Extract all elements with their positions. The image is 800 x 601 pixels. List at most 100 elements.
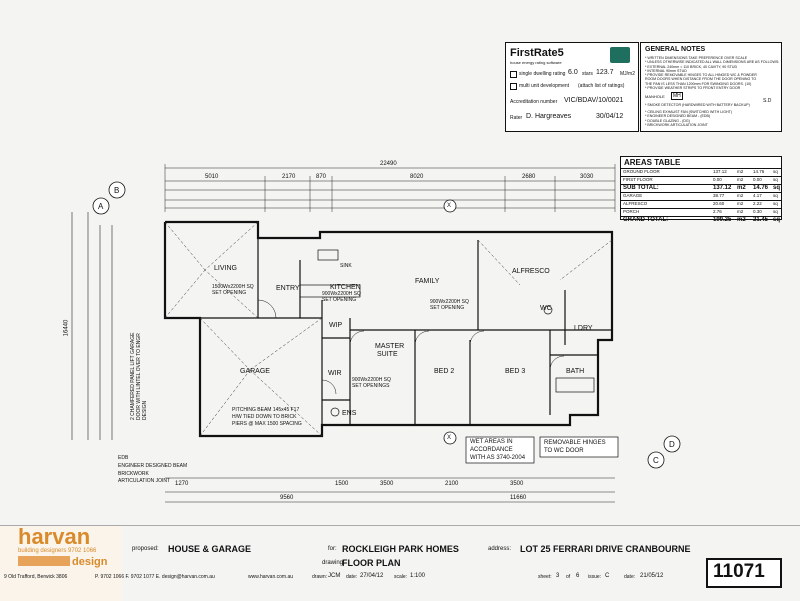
marker-b: B: [114, 186, 120, 195]
areas-sq: 0.30: [753, 209, 762, 214]
job-number: 11071: [713, 561, 765, 582]
drawing-label: drawing:: [322, 560, 345, 566]
areas-unit: m2: [737, 169, 744, 174]
room-wir: WIR: [328, 370, 342, 377]
room-bed2: BED 2: [434, 368, 455, 375]
mj-unit: MJ/m2: [620, 71, 635, 77]
areas-unit: m2: [737, 201, 744, 206]
bottom-dim-b: 1500: [335, 481, 349, 487]
top-dim-6: 3030: [580, 174, 594, 180]
single-checkbox: [510, 71, 517, 78]
room-wc: WC: [540, 305, 552, 312]
areas-sq-label: sq: [773, 193, 778, 198]
mj-value: 123.7: [596, 69, 614, 76]
note-line: * PROVIDE REMOVABLE HINGES TO ALL HINGED…: [645, 73, 757, 78]
note-line: * WRITTEN DIMENSIONS TAKE PREFERENCE OVE…: [645, 56, 748, 60]
drawing-value: FLOOR PLAN: [342, 558, 401, 568]
note-opening-1: 1500Wx2200H SQ: [212, 284, 254, 290]
note-line: * PROVIDE WEATHER STRIPS TO FRONT ENTRY …: [645, 86, 741, 91]
areas-title: AREAS TABLE: [624, 158, 681, 167]
section-markers: [92, 181, 681, 469]
marker-d: D: [669, 440, 675, 449]
top-dim-4: 8020: [410, 174, 424, 180]
areas-rows: GROUND FLOOR 137.12 m2 14.76 sq FIRST FLOOR 0.…: [621, 168, 781, 224]
top-dim-5: 2680: [522, 174, 536, 180]
note-line: THE PAN IS LESS THAN 1200mm FOR SWINGING…: [645, 81, 752, 86]
areas-label: GROUND FLOOR: [623, 169, 660, 174]
house-icon: [610, 47, 630, 63]
areas-sq: 14.76: [753, 185, 769, 191]
bottom-dim-1: 9560: [280, 495, 294, 501]
legend-edb-note: ENGINEER DESIGNED BEAM: [118, 463, 188, 469]
wet-areas-box: [465, 436, 535, 464]
areas-label: FIRST FLOOR: [623, 177, 653, 182]
areas-m2: 20.60: [713, 201, 725, 206]
logo-panel: harvan building designers 9702 1066 desi…: [0, 524, 122, 601]
date2-value: 21/05/12: [640, 573, 664, 579]
note-wet-2: ACCORDANCE: [470, 447, 513, 453]
firm-web: www.harvan.com.au: [248, 574, 294, 580]
note-opening-2b: SET OPENING: [322, 297, 357, 303]
areas-label: ALFRESCO: [623, 201, 648, 206]
room-living: LIVING: [214, 265, 237, 272]
bottom-dim-a: 1270: [175, 481, 189, 487]
note-opening-4: 900Wx2200H SQ: [430, 299, 469, 305]
legend-brickwork: BRICKWORK: [118, 471, 149, 477]
areas-m2: 137.12: [713, 185, 732, 191]
date2-label: date:: [624, 574, 636, 580]
legend-line: * CEILING EXHAUST FAN (SWITCHED WITH LIG…: [645, 110, 732, 114]
bottom-dim-d: 2100: [445, 481, 459, 487]
accred-number: VIC/BDAV/10/0021: [564, 97, 624, 104]
room-suite: SUITE: [377, 351, 398, 358]
top-dim-3: 870: [316, 174, 327, 180]
note-pitching-3: PIERS @ MAX 1500 SPACING: [232, 421, 302, 427]
areas-sq: 4.17: [753, 193, 762, 198]
note-sink: SINK: [340, 263, 352, 269]
hinge-box: [539, 436, 619, 458]
rater-date: 30/04/12: [596, 113, 624, 120]
room-wip: WIP: [329, 322, 343, 329]
legend-line: * DOUBLE GLAZING - (DG): [645, 118, 690, 123]
left-dimension-lines: [71, 212, 113, 440]
sheet-label: sheet:: [538, 574, 552, 580]
areas-unit: m2: [737, 177, 744, 182]
firstrate-logo-sub: house energy rating software: [510, 60, 562, 65]
areas-m2: 38.77: [713, 193, 725, 198]
firm-name: harvan: [18, 524, 91, 549]
drawn-value: JCM: [328, 573, 341, 579]
areas-m2: 137.12: [713, 169, 727, 174]
of-value: 6: [576, 573, 580, 579]
firm-tagline: building designers 9702 1066: [18, 548, 97, 554]
note-line: ROOM DOORS WHEN DISTANCE FROM THE DOOR O…: [645, 77, 757, 82]
areas-sq-label: sq: [773, 217, 781, 223]
areas-m2: 199.25: [713, 217, 732, 223]
general-notes-list: * WRITTEN DIMENSIONS TAKE PREFERENCE OVE…: [645, 56, 779, 90]
for-value: ROCKLEIGH PARK HOMES: [342, 544, 459, 554]
areas-label: PORCH: [623, 209, 640, 214]
sheet-value: 3: [556, 573, 560, 579]
address-value: LOT 25 FERRARI DRIVE CRANBOURNE: [520, 544, 691, 554]
note-hinge-1: REMOVABLE HINGES: [544, 440, 606, 446]
rater-label: Rater: [510, 115, 523, 121]
areas-sq: 0.00: [753, 177, 762, 182]
top-dimension-ticks: [164, 164, 616, 212]
note-pitching-2: H/W TIED DOWN TO BRICK: [232, 414, 297, 420]
wc-toilet: [543, 305, 553, 315]
marker-x2: X: [447, 435, 452, 441]
multi-note: (attach list of ratings): [578, 83, 625, 89]
room-entry: ENTRY: [276, 285, 300, 292]
areas-sq: 14.76: [753, 169, 765, 174]
multi-checkbox: [510, 83, 517, 90]
areas-m2: 2.76: [713, 209, 722, 214]
firm-phone: P. 9702 1066 F. 9702 1077 E. design@harv…: [95, 574, 215, 580]
date-value: 27/04/12: [360, 573, 384, 579]
left-dim: 16440: [63, 319, 70, 337]
areas-table: AREAS TABLE GROUND FLOOR 137.12 m2 14.76 sq F…: [620, 156, 782, 223]
scale-label: scale:: [394, 574, 408, 580]
note-opening-3b: SET OPENINGS: [352, 383, 390, 389]
logo-bar: [18, 556, 70, 566]
room-alfresco: ALFRESCO: [512, 268, 550, 275]
firstrate-box: FirstRate5 house energy rating software …: [505, 42, 639, 132]
